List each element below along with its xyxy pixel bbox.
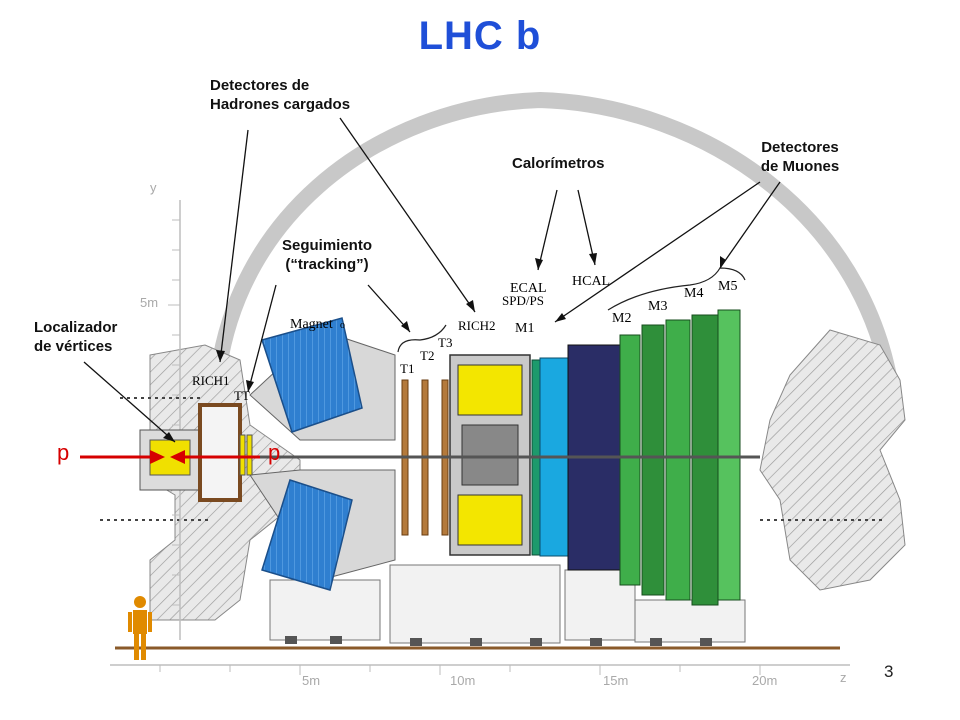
annotation-muon-detectors: Detectores de Muones bbox=[760, 139, 840, 175]
label-ecal: ECAL bbox=[510, 281, 547, 296]
label-magnet-o: o bbox=[340, 320, 345, 331]
rich2-yellow-bottom bbox=[457, 494, 523, 546]
y-axis-tick-5m: 5m bbox=[140, 295, 158, 310]
annotation-hadron-detectors: Detectores de Hadrones cargados bbox=[210, 77, 351, 113]
beam-label-right: p bbox=[268, 440, 281, 465]
label-t1: T1 bbox=[400, 361, 414, 376]
label-rich2: RICH2 bbox=[458, 318, 496, 333]
y-axis-label: y bbox=[150, 180, 157, 195]
annotation-arrowheads bbox=[163, 253, 726, 442]
magnet-support-base bbox=[269, 579, 381, 641]
muon-station-m5 bbox=[691, 314, 719, 606]
z-axis-tick-20m: 20m bbox=[752, 673, 777, 688]
muon-brace bbox=[607, 267, 746, 311]
annotation-vertex-locator: Localizador de vértices bbox=[34, 319, 118, 355]
magnet-coil-bottom bbox=[261, 479, 353, 591]
tracking-brace bbox=[397, 324, 447, 353]
tt-station-b bbox=[246, 434, 253, 476]
beam-label-left: p bbox=[57, 440, 70, 465]
z-axis-tick-15m: 15m bbox=[603, 673, 628, 688]
magnet-coil-top bbox=[261, 317, 363, 433]
label-magnet: Magnet bbox=[290, 317, 333, 332]
label-m2: M2 bbox=[612, 311, 631, 326]
tracker-support-base bbox=[389, 564, 561, 644]
label-m4: M4 bbox=[684, 286, 703, 301]
rich2-center bbox=[461, 424, 519, 486]
label-t2: T2 bbox=[420, 348, 434, 363]
label-rich1: RICH1 bbox=[192, 373, 230, 388]
rich1-body bbox=[198, 403, 242, 502]
label-m5: M5 bbox=[718, 279, 737, 294]
label-t3: T3 bbox=[438, 335, 452, 350]
annotation-pointers bbox=[83, 117, 781, 443]
z-axis-tick-5m: 5m bbox=[302, 673, 320, 688]
annotation-tracking: Seguimiento (“tracking”) bbox=[281, 237, 372, 273]
muon-station-m2 bbox=[619, 334, 641, 586]
rich2-yellow-top bbox=[457, 364, 523, 416]
label-tt: TT bbox=[234, 388, 250, 403]
z-axis-label: z bbox=[840, 670, 847, 685]
page-number: 3 bbox=[884, 662, 894, 681]
support-wheels bbox=[285, 636, 712, 646]
z-axis-ticks bbox=[159, 665, 761, 675]
muon-station-m4 bbox=[665, 319, 691, 601]
label-spd-ps: SPD/PS bbox=[502, 293, 544, 308]
page-title: LHC b bbox=[418, 14, 542, 58]
label-m3: M3 bbox=[648, 299, 667, 314]
muon-support-base bbox=[634, 599, 746, 643]
tt-station-a bbox=[239, 434, 246, 476]
label-hcal: HCAL bbox=[572, 274, 610, 289]
annotation-calorimeters: Calorímetros bbox=[512, 155, 605, 172]
person-scale-icon bbox=[128, 596, 152, 660]
z-axis-tick-10m: 10m bbox=[450, 673, 475, 688]
muon-station-m5b bbox=[717, 309, 741, 601]
cavern-wall-right bbox=[759, 329, 906, 591]
beam-arrow-right bbox=[170, 450, 185, 464]
beam-arrow-left bbox=[150, 450, 165, 464]
cavern-arch bbox=[207, 91, 903, 421]
muon-station-m3 bbox=[641, 324, 665, 596]
label-m1: M1 bbox=[515, 321, 534, 336]
